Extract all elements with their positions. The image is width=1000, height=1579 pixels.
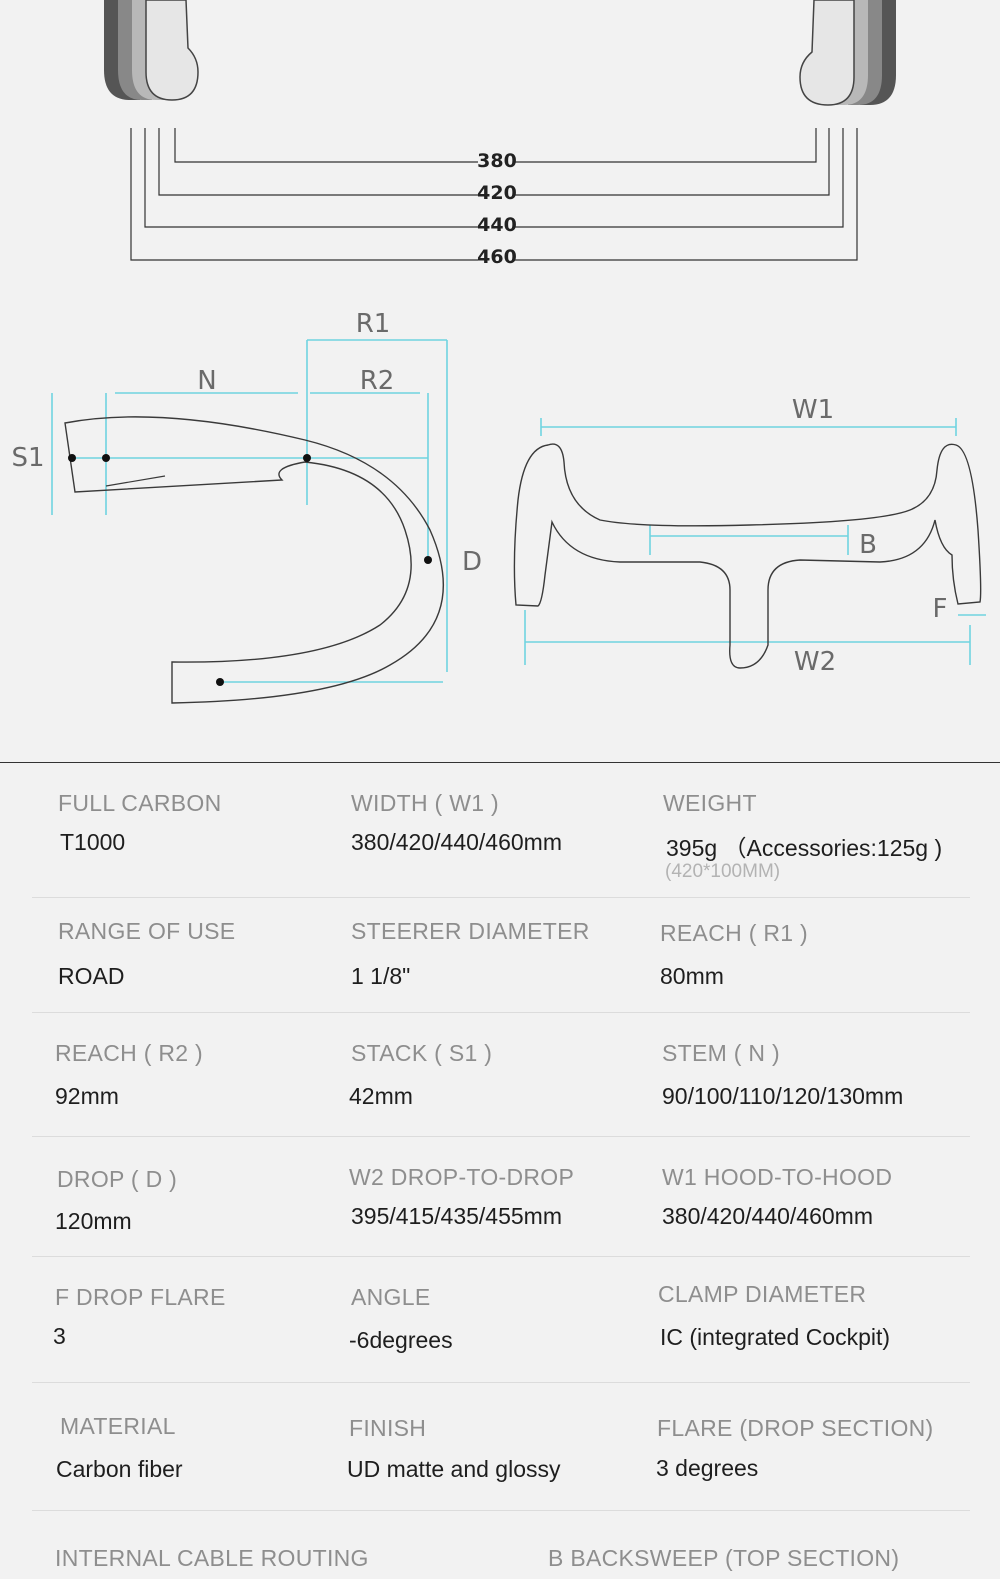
handlebar-geometry-diagram: 380 420 440 460 R1 R2 N S1 D: [0, 0, 1000, 760]
spec-value: 380/420/440/460mm: [662, 1203, 873, 1229]
spec-label: INTERNAL CABLE ROUTING: [55, 1545, 369, 1571]
label-n: N: [197, 366, 216, 396]
spec-label: WIDTH ( W1 ): [351, 790, 499, 816]
spec-value: 395/415/435/455mm: [351, 1203, 562, 1229]
section-divider: [0, 762, 1000, 763]
width-label-460: 460: [477, 246, 517, 268]
geometry-svg: 380 420 440 460 R1 R2 N S1 D: [11, 0, 986, 704]
spec-value: 120mm: [55, 1208, 132, 1234]
spec-value: ROAD: [58, 963, 125, 989]
spec-label: STEM ( N ): [662, 1040, 780, 1066]
spec-label: F DROP FLARE: [55, 1284, 226, 1310]
row-separator: [32, 1256, 970, 1257]
width-label-440: 440: [477, 214, 517, 236]
label-r2: R2: [360, 366, 395, 396]
spec-label: STEERER DIAMETER: [351, 918, 590, 944]
bar-ends-front-view: [104, 0, 896, 106]
spec-value: 92mm: [55, 1083, 119, 1109]
spec-value: Carbon fiber: [56, 1456, 183, 1482]
spec-label: MATERIAL: [60, 1413, 176, 1439]
label-w2: W2: [794, 647, 836, 677]
row-separator: [32, 1382, 970, 1383]
spec-value: -6degrees: [349, 1327, 453, 1353]
row-separator: [32, 1136, 970, 1137]
spec-value: 42mm: [349, 1083, 413, 1109]
spec-label: FLARE (DROP SECTION): [657, 1415, 934, 1441]
spec-label: REACH ( R2 ): [55, 1040, 204, 1066]
spec-label: STACK ( S1 ): [351, 1040, 493, 1066]
width-label-380: 380: [477, 150, 517, 172]
top-profile-view: [513, 418, 986, 669]
label-f: F: [933, 594, 948, 624]
spec-value: T1000: [60, 829, 126, 855]
spec-label: ANGLE: [351, 1284, 431, 1310]
label-s1: S1: [11, 443, 44, 473]
label-r1: R1: [356, 309, 391, 339]
spec-label: WEIGHT: [663, 790, 757, 816]
spec-note: (420*100MM): [665, 861, 781, 882]
spec-value: 3 degrees: [656, 1455, 759, 1481]
spec-label: W2 DROP-TO-DROP: [349, 1164, 575, 1190]
spec-label: FULL CARBON: [58, 790, 222, 816]
spec-label: CLAMP DIAMETER: [658, 1281, 867, 1307]
spec-label: B BACKSWEEP (TOP SECTION): [548, 1545, 900, 1571]
spec-value: UD matte and glossy: [347, 1456, 561, 1482]
spec-label: W1 HOOD-TO-HOOD: [662, 1164, 893, 1190]
spec-label: REACH ( R1 ): [660, 920, 809, 946]
spec-value: 80mm: [660, 963, 724, 989]
row-separator: [32, 897, 970, 898]
spec-value: 380/420/440/460mm: [351, 829, 562, 855]
row-separator: [32, 1012, 970, 1013]
spec-label: DROP ( D ): [57, 1166, 178, 1192]
spec-value: 90/100/110/120/130mm: [662, 1083, 904, 1109]
spec-value: 3: [53, 1323, 66, 1349]
spec-value: 1 1/8": [351, 963, 411, 989]
spec-value: 395g （Accessories:125g ): [666, 835, 943, 861]
width-label-420: 420: [477, 182, 517, 204]
label-w1: W1: [792, 395, 834, 425]
label-d: D: [462, 547, 482, 577]
row-separator: [32, 1510, 970, 1511]
spec-label: FINISH: [349, 1415, 427, 1441]
label-b: B: [859, 530, 877, 560]
spec-value: IC (integrated Cockpit): [660, 1324, 891, 1350]
width-dimension-lines: [130, 128, 858, 261]
side-profile-view: [51, 339, 448, 704]
spec-label: RANGE OF USE: [58, 918, 236, 944]
